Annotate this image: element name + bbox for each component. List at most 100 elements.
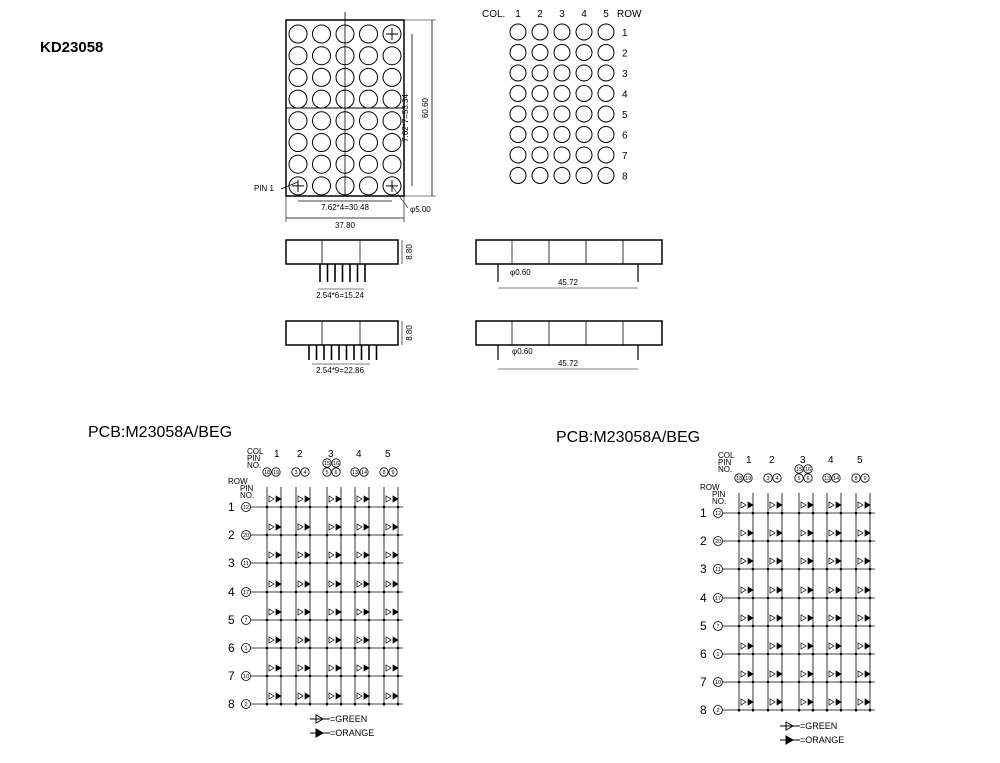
junction-dot [839,652,843,656]
matrix-dot [312,133,331,152]
pinout-dot [509,167,527,184]
pinout-dot [553,85,571,102]
junction-dot [766,539,770,543]
orange-led [275,692,282,700]
junction-dot [308,533,312,537]
sch-col-pin-circle [300,467,310,477]
sch-row-pin: 1 [716,652,719,658]
orange-led [864,529,871,537]
sch-row-number: 5 [700,619,707,633]
junction-dot [325,561,329,565]
green-led [800,501,807,509]
pinout-dot [553,167,571,184]
orange-led [835,557,842,565]
green-led [828,529,835,537]
sch-row-pin-circle [713,508,723,518]
sch-row-pin: 20 [715,539,721,545]
sch1-row-label: ROW [228,477,248,486]
orange-led [776,642,783,650]
junction-dot [751,680,755,684]
sch-col-pin-circle [271,467,281,477]
orange-led [335,608,342,616]
junction-dot [339,702,343,706]
orange-led [747,586,754,594]
sch-row-pin: 10 [243,674,249,680]
side1-pitch: 2.54*6=15.24 [316,291,364,300]
junction-dot [737,680,741,684]
junction-dot [353,561,357,565]
green-led [769,501,776,509]
sch-col-pin-circle [831,473,841,483]
junction-dot [825,708,829,712]
junction-dot [780,511,784,515]
sch-col-pin: 3 [294,470,297,476]
green-led [328,580,335,588]
dim-dot-leader [391,185,409,209]
green-led [356,664,363,672]
green-led [385,495,392,503]
matrix-dot [312,24,331,44]
junction-dot [811,567,815,571]
sch-col-pin: 9 [863,476,866,482]
side4-length: 45.72 [558,359,579,368]
orange-led [776,670,783,678]
row-header: ROW [617,9,642,20]
orange-led [363,551,370,559]
sch2-col-label: COL [718,451,735,460]
matrix-dot [382,133,402,152]
sch-row-pin: 12 [715,511,721,517]
pinout-row-number: 7 [622,151,628,162]
junction-dot [751,652,755,656]
matrix-dot [288,111,308,131]
matrix-dot [382,111,402,131]
junction-dot [839,511,843,515]
green-led [297,664,304,672]
matrix-dot [288,24,308,44]
orange-led [776,698,783,706]
junction-dot [737,539,741,543]
green-led [740,614,747,622]
orange-led [363,580,370,588]
junction-dot [396,674,400,678]
sch-row-pin: 17 [243,590,249,596]
junction-dot [265,533,269,537]
pinout-dot [509,23,527,41]
orange-led [864,557,871,565]
pinout-dot [509,126,527,143]
sch-row-pin: 2 [716,708,719,714]
junction-dot [396,702,400,706]
orange-led [864,614,871,622]
orange-led [392,636,399,644]
pinout-row-number: 2 [622,49,628,60]
junction-dot [325,702,329,706]
side3-pitch: 2.54*9=22.86 [316,366,364,375]
junction-dot [367,590,371,594]
matrix-dot [312,89,331,109]
matrix-dot [382,89,402,109]
junction-dot [766,511,770,515]
junction-dot [308,590,312,594]
green-led [800,670,807,678]
green-led [800,642,807,650]
sch1-col-label: PIN [247,454,261,463]
green-led [800,586,807,594]
junction-dot [854,567,858,571]
side3-height: 8.80 [405,325,414,341]
sch-col-number: 5 [857,455,863,466]
sch-row-pin-circle [241,615,251,625]
orange-led [776,501,783,509]
schematic-2: PCB:M23058A/BEG COL PIN NO. ROW PIN NO. … [556,429,875,745]
junction-dot [353,533,357,537]
sch-row-pin-circle [713,593,723,603]
legend-orange: =ORANGE [800,735,844,745]
dim-width-total: 37.80 [335,221,356,230]
sch-row-pin-circle [713,621,723,631]
orange-led [304,692,311,700]
junction-dot [839,624,843,628]
pin1-leader [280,181,299,190]
pinout-dot [531,85,549,102]
matrix-dot [335,89,355,109]
junction-dot [737,652,741,656]
green-led [740,529,747,537]
pinout-dot [509,85,527,102]
